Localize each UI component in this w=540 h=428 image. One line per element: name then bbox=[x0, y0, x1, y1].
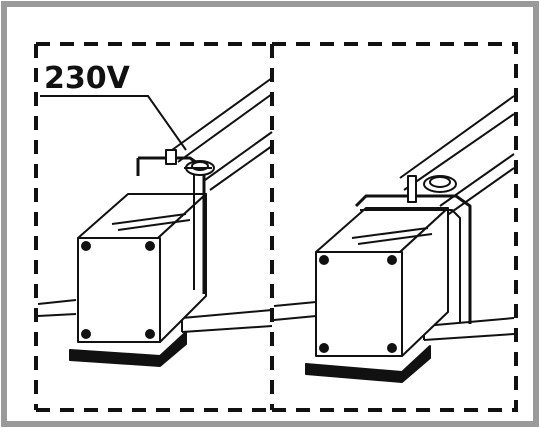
voltage-label: 230V bbox=[44, 61, 131, 96]
left-panel-border bbox=[34, 42, 272, 412]
right-panel-border bbox=[272, 42, 518, 412]
left-device-illustration bbox=[37, 77, 273, 367]
voltage-leader-line bbox=[40, 95, 187, 151]
right-device-illustration bbox=[273, 95, 515, 383]
